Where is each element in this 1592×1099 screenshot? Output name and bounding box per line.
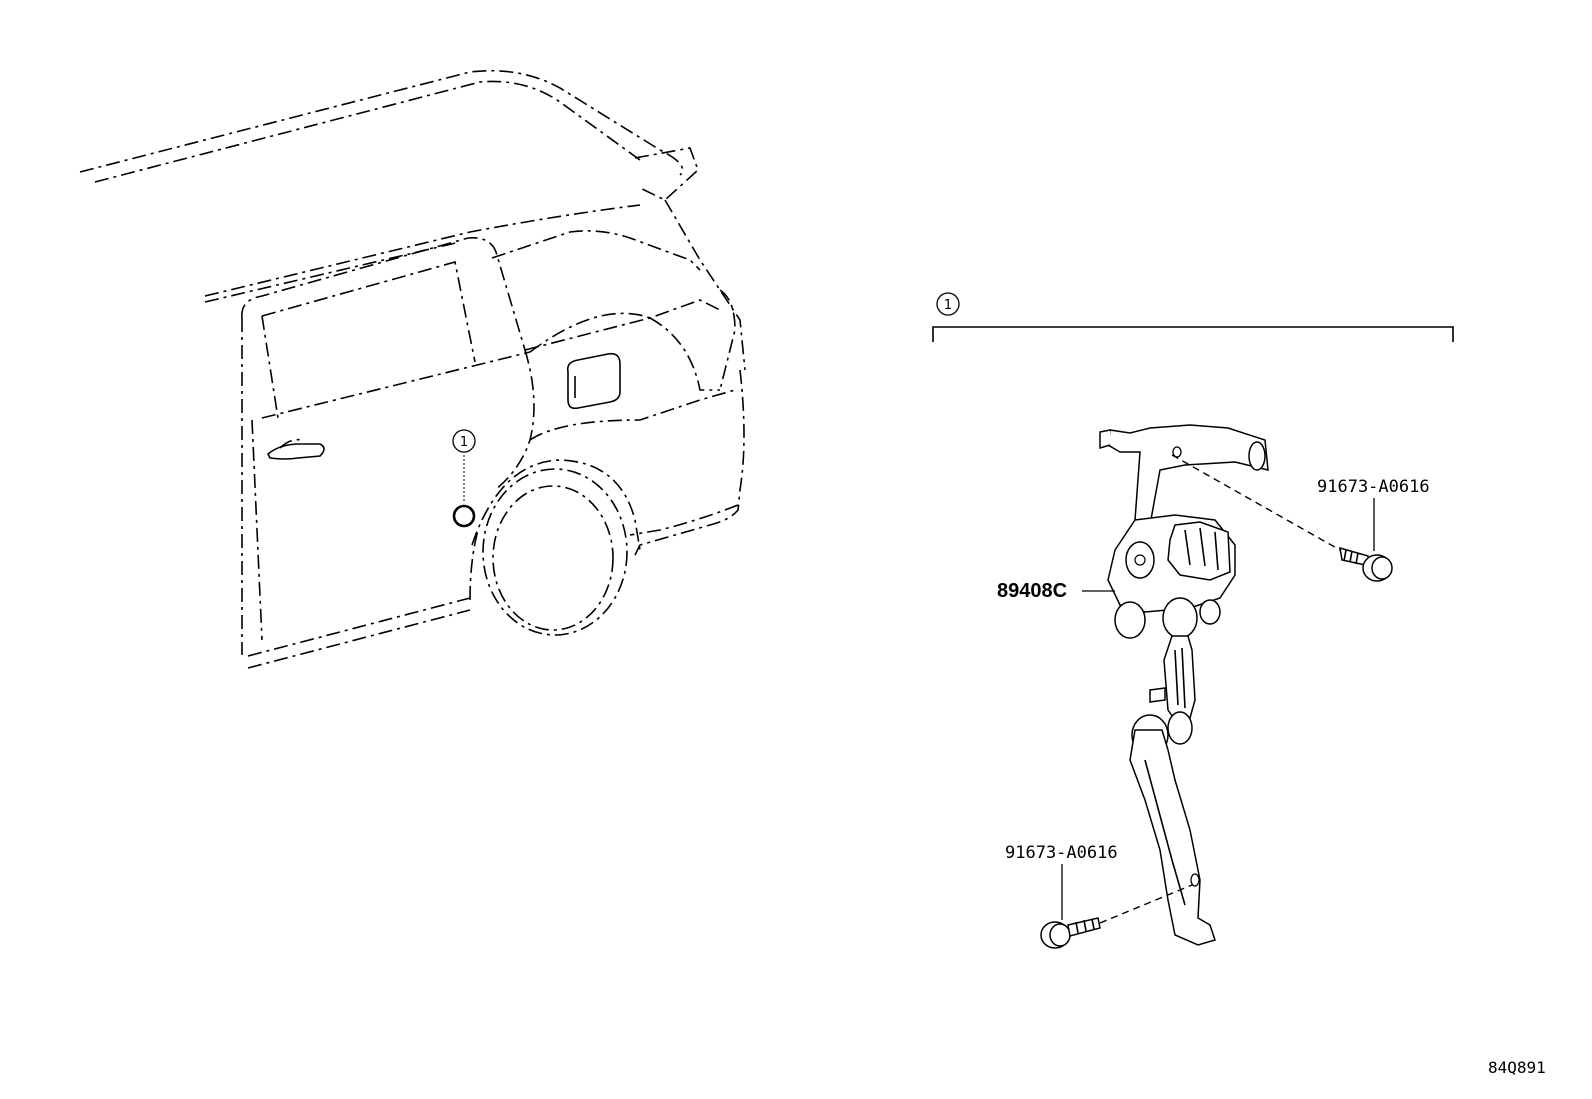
label-bolt-lower: 91673-A0616 bbox=[1005, 843, 1118, 920]
part-number-bolt-upper: 91673-A0616 bbox=[1317, 477, 1430, 497]
label-bolt-upper: 91673-A0616 bbox=[1317, 477, 1430, 551]
part-number-bolt-lower: 91673-A0616 bbox=[1005, 843, 1118, 863]
bolt-lower-part bbox=[1040, 884, 1193, 949]
part-number-89408c: 89408C bbox=[997, 580, 1067, 602]
diagram-reference-code: 84Q891 bbox=[1488, 1058, 1546, 1077]
vehicle-outline bbox=[79, 69, 746, 669]
callout-marker-vehicle: 1 bbox=[452, 429, 476, 453]
callout-number-assembly: 1 bbox=[944, 298, 952, 313]
height-control-sensor bbox=[1099, 424, 1269, 946]
bolt-upper-part bbox=[1171, 454, 1393, 582]
callout-number-vehicle: 1 bbox=[460, 435, 468, 450]
sensor-location-marker bbox=[452, 504, 476, 528]
label-sensor-part: 89408C bbox=[997, 580, 1115, 602]
assembly-bracket: 1 bbox=[932, 292, 1454, 342]
